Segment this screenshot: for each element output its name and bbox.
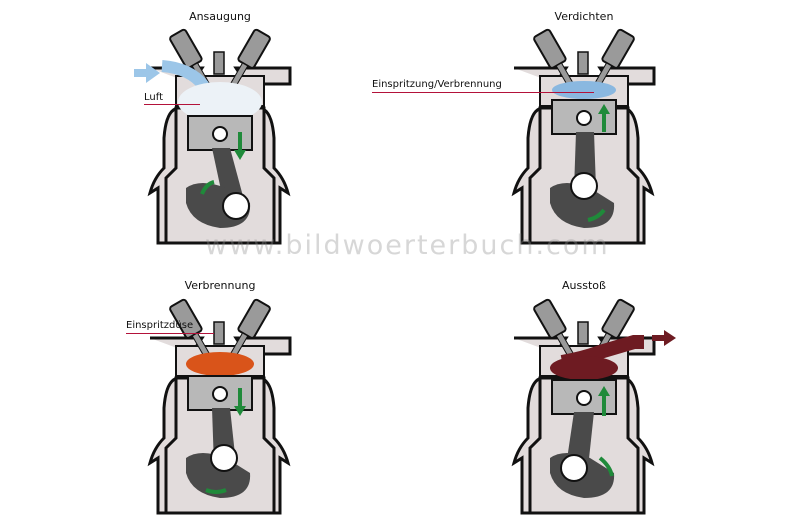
panel-title-exhaust: Ausstoß [562, 279, 606, 292]
engine-combustion-diagram [147, 298, 292, 515]
callout-line-einspritzduese [126, 333, 214, 334]
callout-einspritzung-verbrennung: Einspritzung/Verbrennung [372, 79, 502, 90]
callout-line-einspritzung [372, 92, 594, 93]
watermark: www.bildwoerterbuch.com [205, 230, 610, 261]
panel-title-combustion: Verbrennung [184, 279, 256, 292]
panel-title-compression: Verdichten [554, 10, 614, 23]
engine-intake-diagram [147, 28, 292, 245]
engine-exhaust-diagram [511, 298, 676, 515]
panel-title-intake: Ansaugung [189, 10, 251, 23]
callout-einspritzduese: Einspritzdüse [126, 320, 194, 331]
callout-line-luft [144, 104, 200, 105]
engine-compression-diagram [511, 28, 656, 245]
intake-arrow-icon [134, 63, 160, 83]
callout-luft: Luft [144, 92, 163, 103]
